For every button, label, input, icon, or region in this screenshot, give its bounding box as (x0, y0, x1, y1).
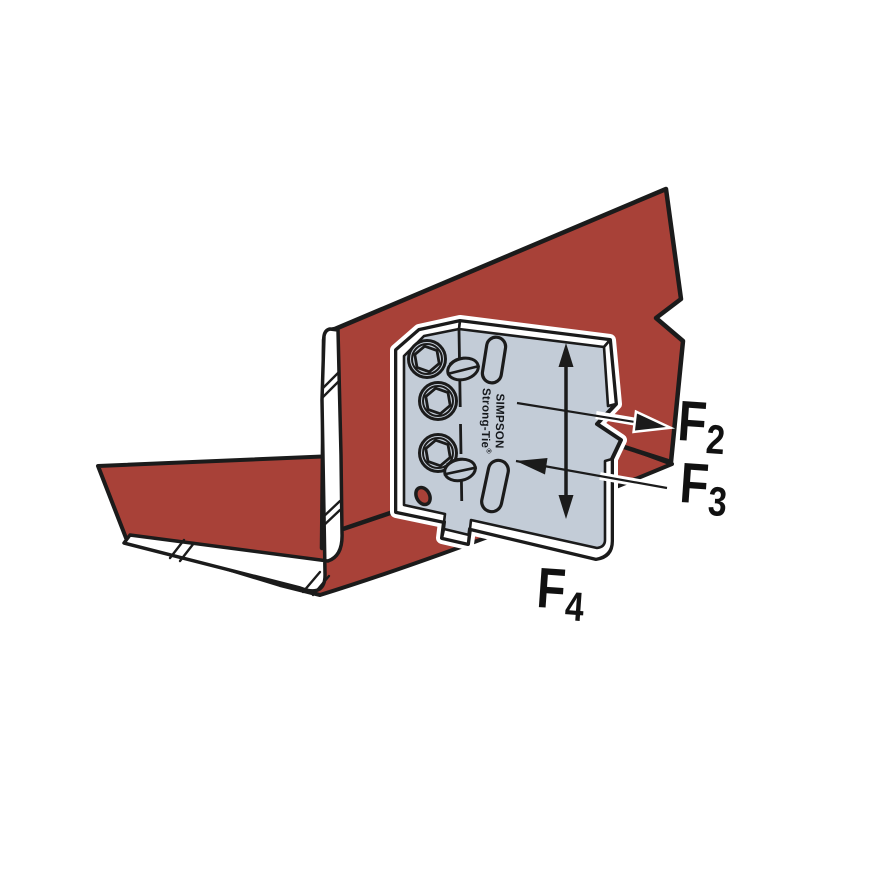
emboss-slot (480, 458, 510, 514)
brand-line2: Strong-Tie® (479, 387, 493, 454)
slotted-screw (446, 356, 481, 382)
emboss-slots (480, 335, 510, 514)
slotted-screws (443, 356, 481, 483)
hex-bolt (418, 381, 458, 421)
bracket-edge-bands (394, 319, 618, 561)
registered-mark-icon: ® (484, 448, 492, 454)
hex-bolt (407, 339, 447, 379)
emboss-slot (480, 335, 508, 385)
hex-bolts (407, 339, 458, 473)
brand-line1: SIMPSON (492, 393, 506, 449)
force-arrow-f3 (515, 458, 668, 492)
force-arrow-f4-vertical (558, 343, 574, 519)
end-section (122, 327, 344, 597)
pilot-hole (414, 485, 432, 507)
bend-centerline (457, 329, 464, 518)
hex-bolt (418, 433, 458, 473)
slotted-screw (443, 457, 478, 483)
force-arrows (515, 343, 676, 519)
force-arrow-f2 (516, 401, 676, 434)
connector-bracket (390, 315, 627, 565)
section-hatch-marks (168, 370, 342, 597)
